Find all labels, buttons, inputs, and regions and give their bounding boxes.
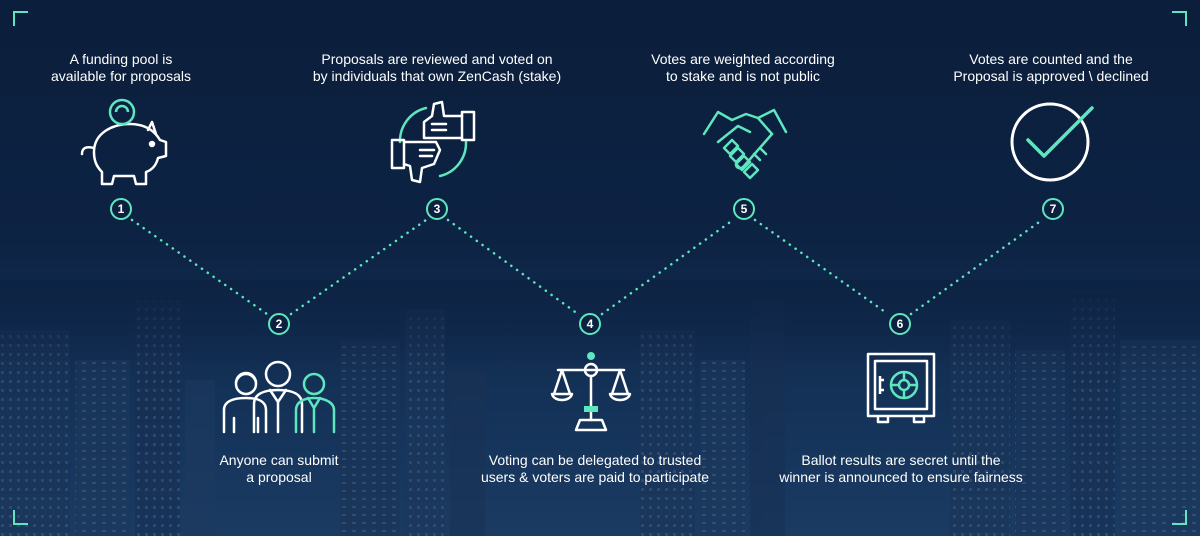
step-4-caption: Voting can be delegated to trusted users… — [480, 452, 709, 485]
step-5-caption: Votes are weighted according to stake an… — [651, 51, 835, 84]
step-6-node: 6 — [889, 313, 911, 335]
step-6-caption: Ballot results are secret until the winn… — [779, 452, 1023, 485]
thumbs-vote-icon — [390, 100, 476, 184]
corner-bracket-bottom-right — [1172, 510, 1187, 525]
handshake-icon — [702, 108, 788, 180]
connector-4-5 — [600, 218, 735, 316]
step-7-caption: Votes are counted and the Proposal is ap… — [953, 51, 1149, 84]
corner-bracket-bottom-left — [13, 510, 28, 525]
corner-bracket-top-right — [1172, 11, 1187, 26]
safe-vault-icon — [866, 352, 936, 424]
connector-3-4 — [446, 218, 580, 316]
step-1-caption: A funding pool is available for proposal… — [50, 51, 192, 84]
balance-scale-icon — [550, 352, 632, 432]
step-3-caption: Proposals are reviewed and voted on by i… — [312, 51, 562, 84]
step-4-node: 4 — [579, 313, 601, 335]
piggy-bank-icon — [80, 98, 168, 186]
step-2-node: 2 — [268, 313, 290, 335]
connector-6-7 — [909, 218, 1044, 316]
step-3-node: 3 — [426, 198, 448, 220]
connector-1-2 — [130, 218, 269, 316]
checkmark-circle-icon — [1010, 102, 1094, 182]
connector-5-6 — [753, 218, 890, 316]
step-2-caption: Anyone can submit a proposal — [219, 452, 339, 485]
step-1-node: 1 — [110, 198, 132, 220]
corner-bracket-top-left — [13, 11, 28, 26]
people-group-icon — [222, 360, 336, 434]
connector-2-3 — [289, 218, 428, 316]
step-5-node: 5 — [733, 198, 755, 220]
step-7-node: 7 — [1042, 198, 1064, 220]
